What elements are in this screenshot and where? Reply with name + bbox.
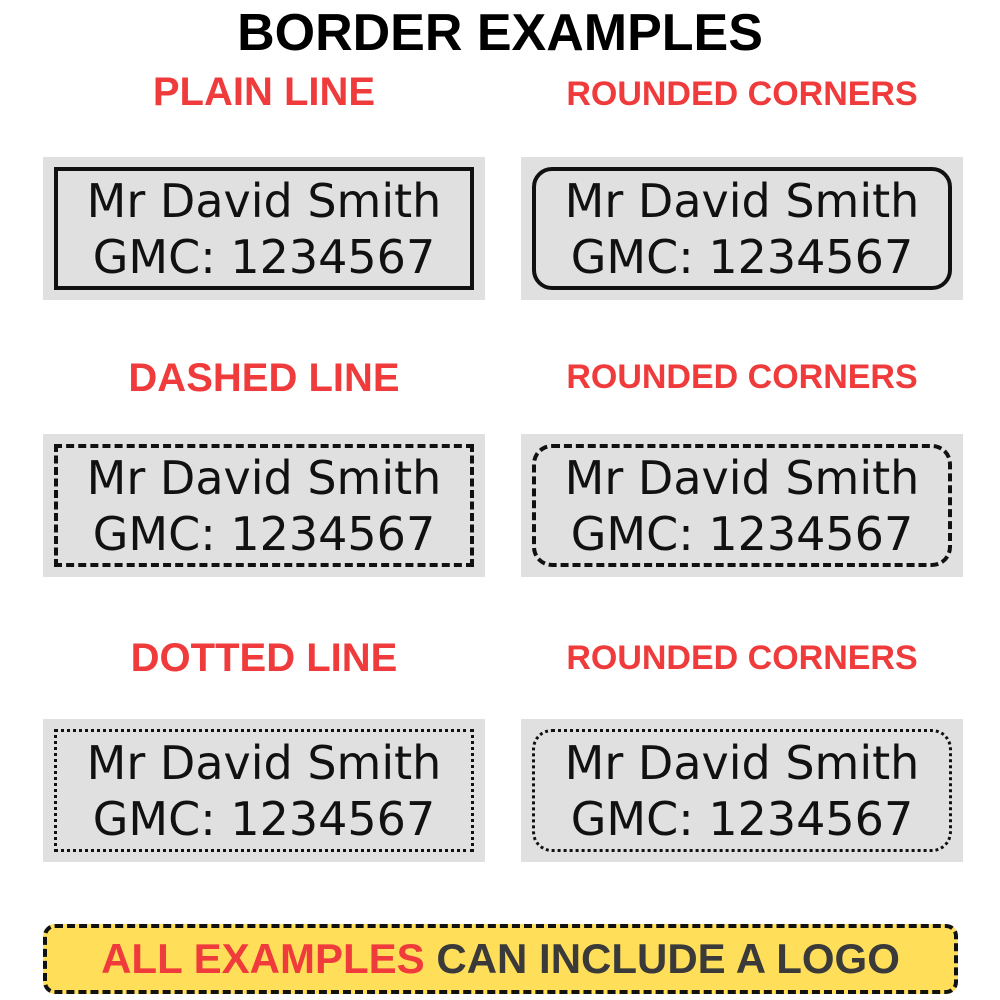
banner-text: CAN INCLUDE A LOGO bbox=[436, 935, 900, 982]
stamp-name: Mr David Smith bbox=[86, 450, 442, 505]
stamp-name: Mr David Smith bbox=[564, 735, 920, 790]
banner-highlight-text: ALL EXAMPLES bbox=[101, 935, 425, 982]
heading-rounded-corners-dotted: ROUNDED CORNERS bbox=[566, 639, 918, 677]
stamp-gmc: GMC: 1234567 bbox=[570, 506, 914, 561]
stamp-name: Mr David Smith bbox=[564, 450, 920, 505]
heading-plain-line: PLAIN LINE bbox=[152, 70, 376, 114]
stamp-dashed-border: Mr David Smith GMC: 1234567 bbox=[54, 444, 474, 567]
stamp-name: Mr David Smith bbox=[86, 173, 442, 228]
stamp-name: Mr David Smith bbox=[86, 735, 442, 790]
stamp-dashed-rounded-border: Mr David Smith GMC: 1234567 bbox=[532, 444, 952, 567]
stamp-gmc: GMC: 1234567 bbox=[92, 229, 436, 284]
stamp-gmc: GMC: 1234567 bbox=[92, 791, 436, 846]
stamp-dotted-border: Mr David Smith GMC: 1234567 bbox=[54, 729, 474, 852]
stamp-panel-plain-rounded: Mr David Smith GMC: 1234567 bbox=[521, 157, 963, 300]
heading-rounded-corners-dashed: ROUNDED CORNERS bbox=[566, 358, 918, 396]
stamp-gmc: GMC: 1234567 bbox=[570, 791, 914, 846]
stamp-panel-dotted: Mr David Smith GMC: 1234567 bbox=[43, 719, 485, 862]
stamp-gmc: GMC: 1234567 bbox=[570, 229, 914, 284]
heading-rounded-corners-plain: ROUNDED CORNERS bbox=[566, 75, 918, 113]
stamp-panel-dashed: Mr David Smith GMC: 1234567 bbox=[43, 434, 485, 577]
stamp-gmc: GMC: 1234567 bbox=[92, 506, 436, 561]
heading-dotted-line: DOTTED LINE bbox=[130, 636, 398, 680]
stamp-name: Mr David Smith bbox=[564, 173, 920, 228]
stamp-plain-rounded-border: Mr David Smith GMC: 1234567 bbox=[532, 167, 952, 290]
stamp-plain-border: Mr David Smith GMC: 1234567 bbox=[54, 167, 474, 290]
logo-banner: ALL EXAMPLES CAN INCLUDE A LOGO bbox=[43, 924, 958, 994]
stamp-panel-dashed-rounded: Mr David Smith GMC: 1234567 bbox=[521, 434, 963, 577]
stamp-panel-dotted-rounded: Mr David Smith GMC: 1234567 bbox=[521, 719, 963, 862]
heading-dashed-line: DASHED LINE bbox=[128, 356, 400, 400]
stamp-panel-plain: Mr David Smith GMC: 1234567 bbox=[43, 157, 485, 300]
page-title: BORDER EXAMPLES bbox=[237, 4, 763, 62]
stamp-dotted-rounded-border: Mr David Smith GMC: 1234567 bbox=[532, 729, 952, 852]
